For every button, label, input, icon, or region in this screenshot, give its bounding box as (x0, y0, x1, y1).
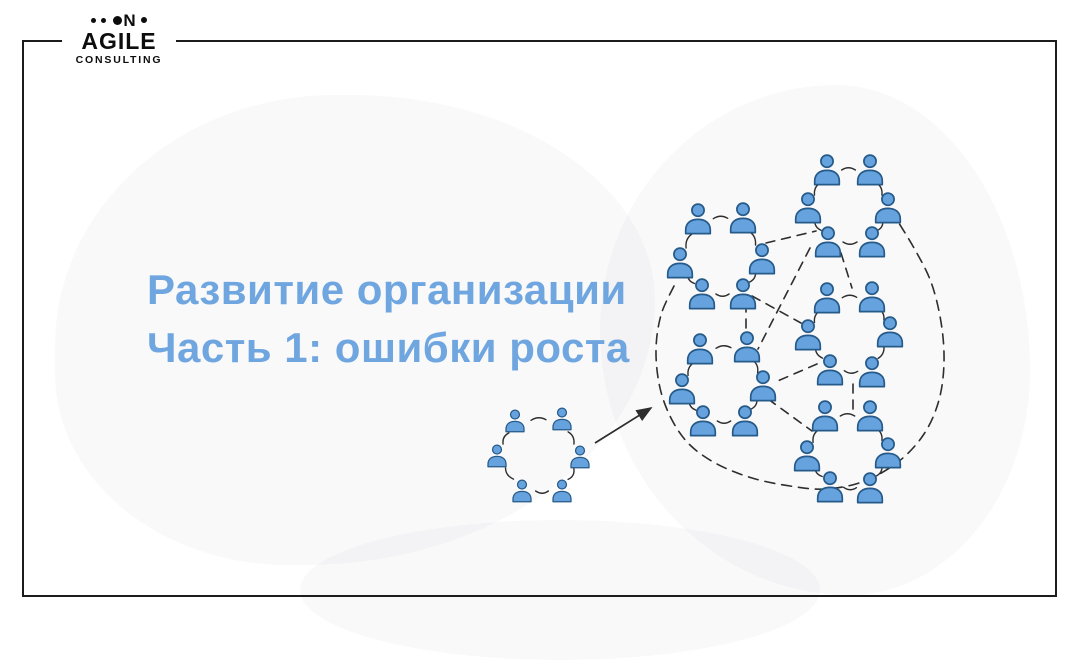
team-connector (839, 413, 856, 417)
title-line-1: Развитие организации (147, 266, 627, 313)
team-connector (842, 486, 858, 491)
dashed-link (751, 295, 802, 324)
growth-arrow (594, 407, 653, 444)
team-connector (530, 417, 547, 421)
team-connector (534, 490, 550, 494)
dashed-link (772, 363, 818, 384)
logo-dot-icon (101, 17, 107, 23)
slide-title: Развитие организации Часть 1: ошибки рос… (147, 261, 630, 377)
team-connector (715, 293, 730, 297)
slide-border-frame (22, 40, 1057, 597)
team-connector (502, 432, 510, 445)
team-connector (842, 241, 858, 245)
company-logo: N AGILE CONSULTING (62, 9, 176, 70)
team-connector (843, 370, 859, 374)
dashed-link (840, 252, 853, 289)
logo-dot-icon (113, 15, 123, 25)
team-connector (715, 345, 732, 349)
dashed-link (757, 247, 811, 350)
logo-dot-icon (91, 17, 97, 23)
background-blob (300, 520, 820, 660)
dashed-link (767, 398, 813, 432)
team-connector (841, 294, 858, 299)
team-connector (716, 420, 732, 424)
team-connector (504, 467, 515, 480)
logo-dot-icon (140, 17, 147, 23)
team-connector (567, 431, 575, 445)
team-connector (685, 233, 693, 249)
logo-letter-n: N (123, 10, 136, 30)
team-connector (712, 215, 729, 220)
title-line-2: Часть 1: ошибки роста (147, 324, 630, 371)
logo-brand-name: AGILE (81, 28, 157, 54)
team-connector (840, 167, 857, 171)
logo-dots-row: N (62, 11, 176, 29)
dashed-link (765, 230, 817, 244)
logo-subtitle: CONSULTING (75, 54, 163, 67)
team-connector (567, 467, 575, 481)
